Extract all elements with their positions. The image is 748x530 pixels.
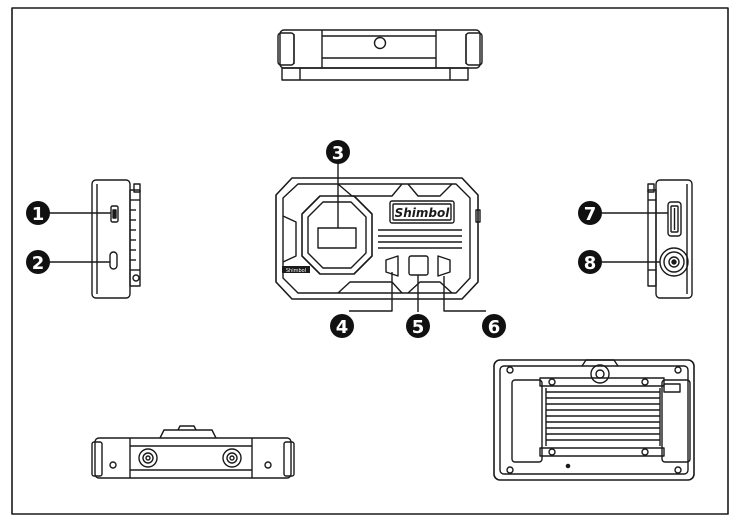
callout-badge-1: 1 <box>26 201 50 225</box>
svg-text:4: 4 <box>336 317 349 338</box>
left-side-view <box>91 179 141 299</box>
center-button <box>408 255 429 276</box>
tripod-mount <box>659 247 689 277</box>
svg-text:1: 1 <box>32 204 45 225</box>
svg-text:8: 8 <box>584 253 597 274</box>
callout-badge-4: 4 <box>330 314 354 338</box>
svg-text:5: 5 <box>412 317 425 338</box>
right-side-view <box>647 179 693 299</box>
callout-badge-7: 7 <box>578 201 602 225</box>
lcd-screen <box>317 227 357 249</box>
bottom-view <box>91 425 295 479</box>
logo-plate <box>389 200 455 224</box>
svg-text:3: 3 <box>332 143 345 164</box>
outer-frame <box>11 7 729 515</box>
brand-logo: Shimbol <box>395 206 451 220</box>
left-button <box>385 255 399 277</box>
heatsink-fins <box>546 391 660 441</box>
switch-port <box>110 205 119 223</box>
svg-text:2: 2 <box>32 253 45 274</box>
svg-text:6: 6 <box>488 317 501 338</box>
usb-c-port <box>109 251 118 270</box>
front-view: Shimbol Shimbol <box>275 177 481 300</box>
callout-badge-8: 8 <box>578 250 602 274</box>
right-button <box>437 255 451 277</box>
callout-badge-2: 2 <box>26 250 50 274</box>
back-view <box>493 359 695 481</box>
callout-badge-3: 3 <box>326 140 350 164</box>
top-view <box>277 29 483 81</box>
vent-grille <box>378 229 462 249</box>
callout-badge-6: 6 <box>482 314 506 338</box>
small-brand-label: Shimbol <box>286 268 306 274</box>
svg-text:7: 7 <box>584 204 597 225</box>
hdmi-port <box>667 201 682 237</box>
callout-badge-5: 5 <box>406 314 430 338</box>
